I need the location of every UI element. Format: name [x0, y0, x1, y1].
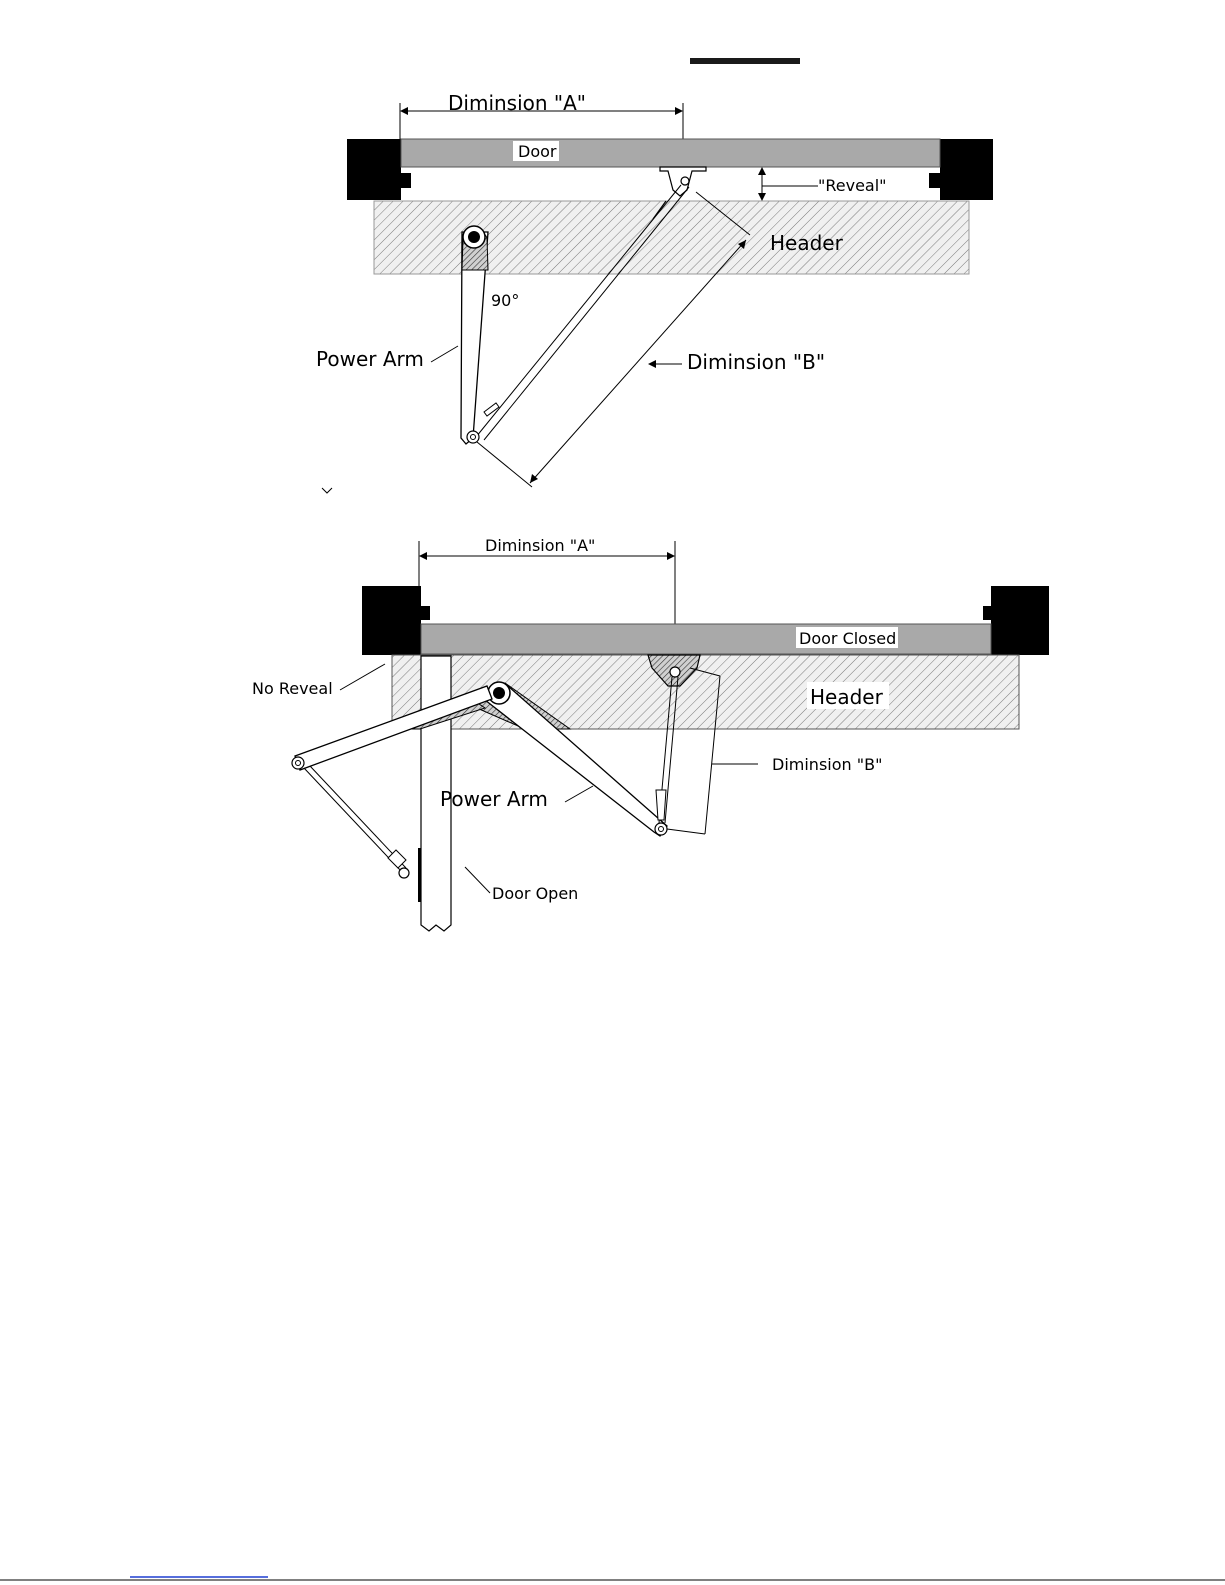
power-arm-label-2: Power Arm: [440, 787, 548, 811]
door: [401, 139, 940, 167]
top-diagram: Diminsion "A" Door Header "Reveal": [316, 58, 993, 493]
reveal-marker: "Reveal": [758, 167, 887, 201]
power-arm-label: Power Arm: [316, 347, 424, 371]
dimension-b-label: Diminsion "B": [687, 350, 825, 374]
angle-label: 90°: [491, 291, 519, 310]
dimension-a-label: Diminsion "A": [448, 91, 586, 115]
door-closed-label: Door Closed: [799, 629, 896, 648]
bottom-diagram: Diminsion "A" Door Closed Header No Reve…: [252, 536, 1049, 931]
header-label: Header: [770, 231, 844, 255]
footer-rules: [0, 1577, 1225, 1580]
door-open-label: Door Open: [492, 884, 578, 903]
cropped-heading-fragment: [690, 58, 800, 64]
dimension-a-marker: Diminsion "A": [400, 91, 683, 140]
dimension-a-label-2: Diminsion "A": [485, 536, 595, 555]
header-label-2: Header: [810, 685, 884, 709]
door-label: Door: [518, 142, 557, 161]
door-closed: [421, 624, 991, 654]
reveal-label: "Reveal": [818, 176, 887, 195]
stray-mark: [322, 488, 332, 493]
no-reveal-label: No Reveal: [252, 679, 333, 698]
left-jamb-2: [362, 586, 430, 655]
right-jamb-2: [983, 586, 1049, 655]
dimension-b-label-2: Diminsion "B": [772, 755, 882, 774]
